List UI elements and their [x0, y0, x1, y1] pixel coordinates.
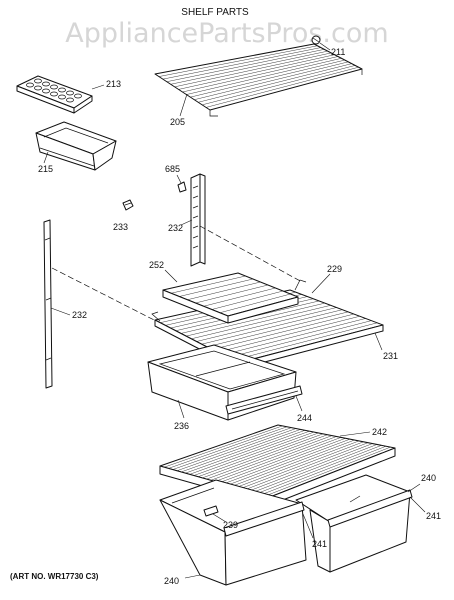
callout-229: 229 [327, 264, 342, 274]
callout-252: 252 [149, 260, 164, 270]
callout-242: 242 [372, 427, 387, 437]
callout-240-right: 240 [421, 473, 436, 483]
egg-tray-part [16, 75, 93, 114]
crisper-drawer-right-part [295, 474, 413, 573]
wire-shelf-part [154, 43, 363, 117]
crisper-drawer-left-part [159, 479, 307, 586]
callout-236: 236 [174, 421, 189, 431]
ladder-rail-part [177, 173, 206, 267]
callout-232-lower: 232 [72, 310, 87, 320]
callout-233: 233 [113, 222, 128, 232]
meat-pan-part [147, 344, 303, 421]
callout-685: 685 [165, 164, 180, 174]
diagram-title: SHELF PARTS [181, 7, 249, 18]
callout-241-right: 241 [426, 511, 441, 521]
callout-205: 205 [170, 117, 185, 127]
callout-240-left: 240 [164, 576, 179, 586]
small-bracket-part [122, 199, 134, 211]
side-rail-part [43, 219, 53, 389]
watermark: AppliancePartsPros.com [65, 18, 388, 49]
callout-244: 244 [297, 413, 312, 423]
shelf-clip-part [311, 35, 321, 45]
art-number: (ART NO. WR17730 C3) [10, 572, 99, 581]
callout-239: 239 [223, 520, 238, 530]
callout-213: 213 [106, 79, 121, 89]
callout-231: 231 [383, 351, 398, 361]
callout-215: 215 [38, 164, 53, 174]
callout-211: 211 [331, 47, 345, 57]
glass-insert-part [162, 272, 299, 324]
storage-bin-part [35, 121, 117, 171]
callout-232-upper: 232 [168, 223, 183, 233]
callout-241-left: 241 [312, 539, 327, 549]
